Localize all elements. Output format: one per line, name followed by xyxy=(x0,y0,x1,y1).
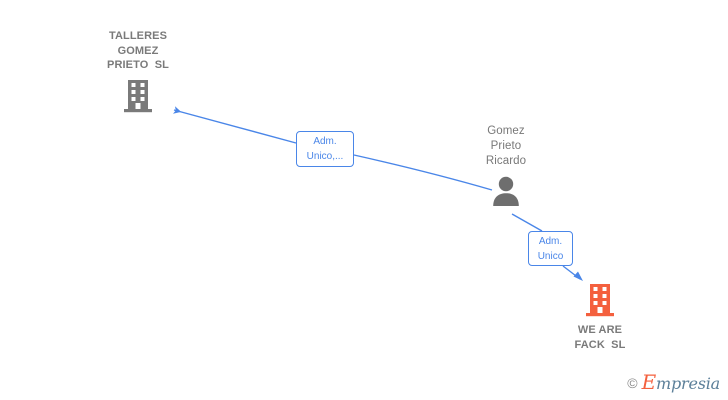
edge-label-adm-unico-weare[interactable]: Adm. Unico xyxy=(528,231,573,266)
empresia-logo-rest: mpresia xyxy=(656,374,720,393)
node-company-we-are-fack[interactable]: WE ARE FACK SL xyxy=(548,283,652,352)
empresia-logo-initial: E xyxy=(641,370,657,394)
edge-ricardo-to-weare-arrowhead xyxy=(573,271,583,281)
person-icon[interactable] xyxy=(490,175,522,207)
edge-label-adm-unico-talleres[interactable]: Adm. Unico,... xyxy=(296,131,354,167)
node-label-gomez-prieto-ricardo: Gomez Prieto Ricardo xyxy=(485,125,527,167)
edge-ricardo-to-weare-segment-top xyxy=(511,213,543,232)
node-label-we-are-fack: WE ARE FACK SL xyxy=(574,324,626,351)
edge-ricardo-to-weare-segment-bottom xyxy=(562,265,581,280)
empresia-logo: Empresia xyxy=(641,370,721,394)
node-company-talleres-gomez-prieto[interactable]: TALLERES GOMEZ PRIETO SL xyxy=(84,29,192,113)
building-icon[interactable] xyxy=(584,283,616,317)
building-icon[interactable] xyxy=(122,79,154,113)
edge-ricardo-to-talleres-segment-left xyxy=(172,106,297,144)
node-person-gomez-prieto-ricardo[interactable]: Gomez Prieto Ricardo xyxy=(460,124,552,207)
empresia-watermark: © Empresia xyxy=(627,372,720,394)
node-label-talleres: TALLERES GOMEZ PRIETO SL xyxy=(107,30,169,71)
copyright-icon: © xyxy=(627,375,638,391)
